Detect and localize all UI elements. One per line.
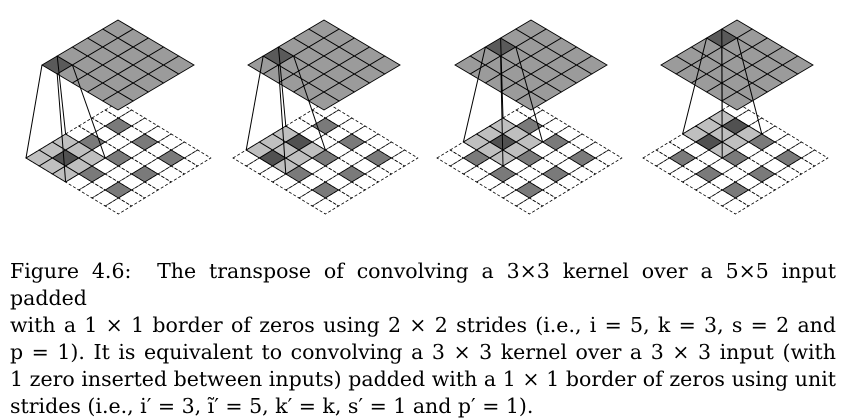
zero-cell — [365, 166, 391, 182]
panel-2 — [233, 20, 418, 214]
zero-cell — [339, 182, 365, 198]
zero-cell — [490, 182, 516, 198]
input-cell — [105, 150, 131, 166]
zero-cell — [312, 198, 338, 214]
input-cell — [312, 182, 338, 198]
zero-cell — [437, 150, 463, 166]
input-cell — [365, 150, 391, 166]
caption-line-1: Figure 4.6: The transpose of convolving … — [10, 258, 836, 312]
zero-cell — [569, 166, 595, 182]
zero-cell — [286, 182, 312, 198]
zero-cell — [516, 198, 542, 214]
input-cell — [132, 166, 158, 182]
input-cell — [490, 166, 516, 182]
input-cell — [132, 134, 158, 150]
zero-cell — [543, 182, 569, 198]
zero-cell — [105, 198, 131, 214]
zero-cell — [516, 166, 542, 182]
projection-line — [26, 65, 42, 158]
zero-cell — [132, 150, 158, 166]
zero-cell — [595, 150, 621, 166]
input-cell — [775, 150, 801, 166]
input-cell — [543, 134, 569, 150]
zero-cell — [158, 166, 184, 182]
caption-text-1: The transpose of convolving a 3×3 kernel… — [10, 259, 836, 310]
input-cell — [569, 150, 595, 166]
caption-label: Figure 4.6: — [10, 259, 131, 283]
zero-cell — [543, 118, 569, 134]
zero-cell — [339, 118, 365, 134]
figure-caption: Figure 4.6: The transpose of convolving … — [10, 258, 836, 420]
zero-cell — [158, 134, 184, 150]
zero-cell — [749, 150, 775, 166]
zero-cell — [105, 134, 131, 150]
zero-cell — [339, 150, 365, 166]
zero-cell — [722, 166, 748, 182]
panel-1 — [26, 20, 211, 214]
zero-cell — [105, 166, 131, 182]
input-cell — [516, 182, 542, 198]
zero-cell — [722, 198, 748, 214]
zero-cell — [569, 134, 595, 150]
input-cell — [339, 134, 365, 150]
caption-line-4: 1 zero inserted between inputs) padded w… — [10, 366, 836, 393]
input-cell — [749, 166, 775, 182]
input-cell — [105, 118, 131, 134]
zero-cell — [184, 150, 210, 166]
input-cell — [312, 118, 338, 134]
zero-cell — [801, 150, 827, 166]
zero-cell — [643, 150, 669, 166]
zero-cell — [365, 134, 391, 150]
caption-line-2: with a 1 × 1 border of zeros using 2 × 2… — [10, 312, 836, 339]
caption-line-3: p = 1). It is equivalent to convolving a… — [10, 339, 836, 366]
zero-cell — [79, 182, 105, 198]
zero-cell — [463, 166, 489, 182]
input-cell — [669, 150, 695, 166]
zero-cell — [696, 182, 722, 198]
input-cell — [339, 166, 365, 182]
zero-cell — [775, 166, 801, 182]
panel-4 — [643, 20, 828, 214]
input-cell — [105, 182, 131, 198]
zero-cell — [749, 182, 775, 198]
input-cell — [543, 166, 569, 182]
input-cell — [158, 150, 184, 166]
zero-cell — [543, 150, 569, 166]
zero-cell — [669, 166, 695, 182]
zero-cell — [132, 118, 158, 134]
input-cell — [696, 166, 722, 182]
zero-cell — [312, 166, 338, 182]
convolution-figure — [0, 0, 848, 250]
zero-cell — [775, 134, 801, 150]
figure-canvas — [0, 0, 848, 250]
panel-3 — [437, 20, 622, 214]
zero-cell — [391, 150, 417, 166]
input-cell — [722, 182, 748, 198]
projection-line — [246, 56, 263, 150]
zero-cell — [132, 182, 158, 198]
